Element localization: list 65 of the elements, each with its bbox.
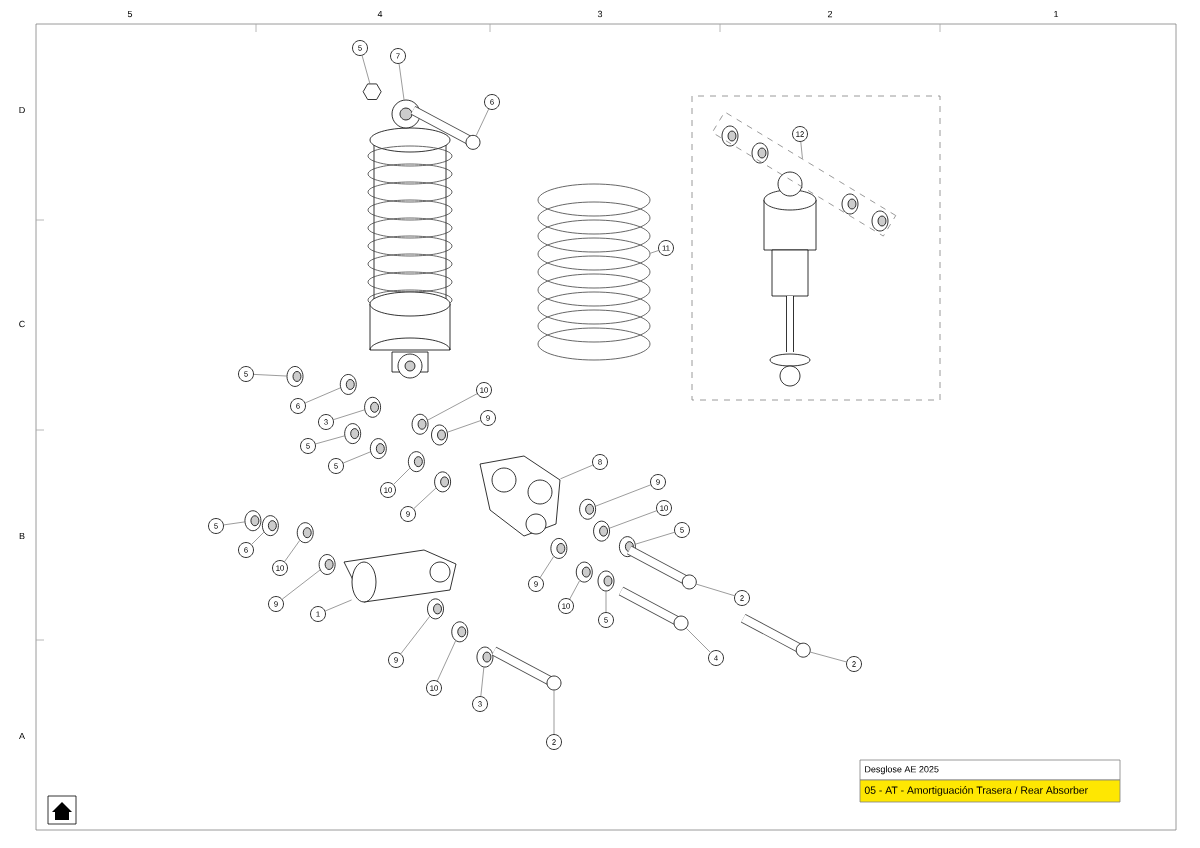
bushing-drawing [296, 522, 314, 544]
bushing-drawing [476, 646, 494, 668]
leader-line [315, 435, 345, 445]
leader-line [427, 393, 478, 421]
bushing-drawing [451, 621, 469, 643]
bushing-drawing [575, 561, 593, 583]
bushing-drawing [286, 366, 304, 387]
leader-line [635, 532, 675, 545]
leader-line [595, 484, 651, 507]
leader-line [800, 141, 803, 159]
leader-line [696, 583, 735, 596]
bushing-drawing [407, 451, 425, 473]
leader-line [650, 250, 659, 254]
leader-line [569, 580, 580, 600]
leader-line [253, 374, 287, 377]
leader-line [325, 599, 352, 612]
bushing-drawing [550, 538, 568, 559]
leader-line [475, 108, 489, 136]
leader-line [398, 63, 405, 101]
bolt-drawing [627, 545, 697, 590]
leader-line [284, 540, 300, 562]
leader-line [361, 55, 371, 84]
leader-line [400, 616, 430, 655]
dashed-bracket [711, 111, 897, 237]
leader-line [393, 467, 411, 485]
leader-line [447, 420, 481, 433]
leader-line [560, 464, 594, 480]
nut-drawing [362, 83, 382, 100]
rocker-drawing [479, 455, 561, 537]
bushing-drawing [344, 423, 362, 444]
leader-line [413, 487, 437, 509]
leader-line [609, 510, 657, 529]
bushing-drawing [364, 396, 381, 418]
bushing-drawing [411, 413, 429, 435]
bushing-drawing [427, 598, 444, 620]
shock-absorber-drawing [367, 99, 453, 379]
leader-line [343, 451, 371, 464]
bolt-drawing [618, 586, 689, 631]
lever-drawing [343, 549, 457, 603]
leader-line [437, 640, 456, 682]
bushing-drawing [434, 471, 451, 493]
bolt-drawing [491, 646, 562, 691]
leader-line [480, 667, 485, 697]
leader-line [605, 591, 607, 613]
spring-drawing [537, 183, 651, 361]
leader-line [540, 556, 554, 578]
bushing-drawing [593, 520, 610, 542]
bushing-drawing [619, 536, 636, 558]
leader-line [810, 651, 847, 663]
bushing-drawing [579, 498, 596, 520]
bolt-drawing [410, 106, 481, 150]
leader-line [553, 690, 555, 735]
bushing-drawing [597, 570, 615, 592]
leader-line [223, 521, 245, 526]
leader-line [251, 531, 265, 545]
bushing-drawing [318, 554, 336, 575]
bolt-drawing [741, 613, 811, 658]
bushing-drawing [244, 510, 262, 532]
bushing-drawing [369, 438, 387, 459]
leader-line [333, 409, 365, 420]
leader-line [686, 628, 711, 653]
bushing-drawing [431, 424, 448, 446]
bushing-drawing [339, 374, 357, 395]
leader-line [304, 387, 341, 404]
leader-line [281, 569, 321, 600]
